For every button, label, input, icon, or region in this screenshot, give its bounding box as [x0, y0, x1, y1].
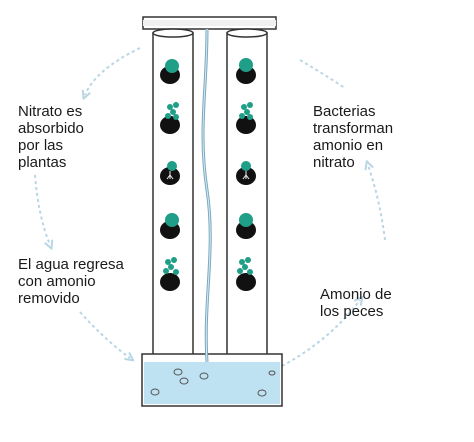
- cycle-arrow-bottom-right-icon: [281, 300, 360, 367]
- label-water-returns: El agua regresa con amonio removido: [18, 256, 124, 307]
- tower-right: [226, 28, 268, 364]
- pockets-right: [236, 58, 256, 291]
- label-nitrate-absorbed: Nitrato es absorbido por las plantas: [18, 103, 84, 171]
- plant-icon: [163, 257, 179, 275]
- plant-icon: [167, 161, 177, 171]
- plant-icon: [165, 59, 179, 73]
- plant-icon: [165, 213, 179, 227]
- top-bar: [142, 16, 277, 30]
- label-fish-ammonia: Amonio de los peces: [320, 286, 392, 320]
- fish-icon: [150, 368, 276, 397]
- cycle-arrow-bottom-left-icon: [79, 311, 130, 358]
- pocket: [236, 102, 256, 134]
- cycle-arrows: [34, 47, 386, 367]
- label-bacteria-transform: Bacterias transforman amonio en nitrato: [313, 103, 394, 171]
- cycle-arrow-top-left-icon: [85, 47, 141, 95]
- fish-tank: [141, 353, 283, 407]
- plant-icon: [239, 58, 253, 72]
- tower-left: [152, 28, 194, 364]
- pocket: [160, 257, 180, 291]
- cycle-arrow-left-icon: [34, 174, 50, 245]
- plant-icon: [241, 161, 251, 171]
- pocket: [160, 59, 180, 84]
- pocket: [160, 213, 180, 239]
- plant-icon: [239, 102, 253, 120]
- pocket: [236, 213, 256, 239]
- plant-icon: [165, 102, 179, 120]
- pocket: [236, 58, 256, 84]
- pocket: [160, 102, 180, 134]
- plant-icon: [237, 257, 253, 275]
- pocket: [236, 161, 256, 185]
- cycle-arrow-right-icon: [368, 165, 386, 241]
- pocket: [160, 161, 180, 185]
- pockets-left: [160, 59, 180, 291]
- pocket: [236, 257, 256, 291]
- cycle-arrow-top-right-icon: [299, 59, 346, 89]
- plant-icon: [239, 213, 253, 227]
